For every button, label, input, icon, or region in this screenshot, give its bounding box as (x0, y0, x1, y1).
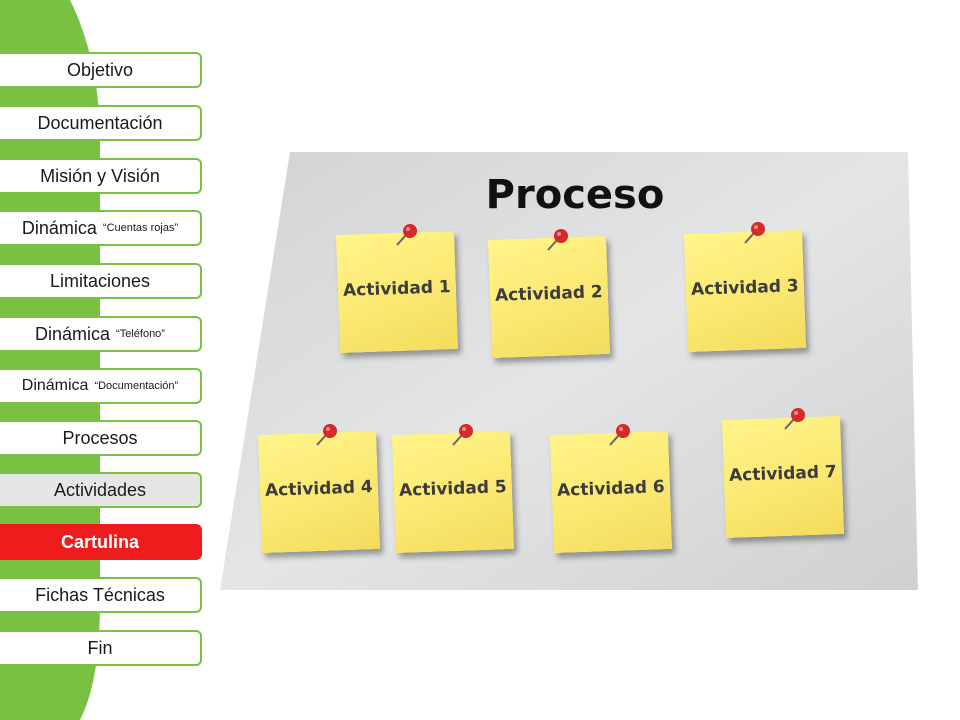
sidebar-item-fin[interactable]: Fin (0, 630, 202, 666)
sidebar-item-dinamica-documentacion[interactable]: Dinámica “Documentación” (0, 368, 202, 404)
sidebar-item-actividades[interactable]: Actividades (0, 472, 202, 508)
sidebar-item-sublabel: “Cuentas rojas” (102, 222, 179, 234)
sidebar-item-sublabel: “Documentación” (94, 380, 179, 392)
sidebar-item-label: Objetivo (66, 59, 134, 80)
sidebar-item-label: Limitaciones (49, 270, 151, 291)
sticky-note: Actividad 7 (721, 415, 845, 539)
sidebar-item-label: Dinámica (21, 377, 89, 394)
sidebar-item-label: Fin (87, 637, 113, 658)
sidebar-item-fichas-tecnicas[interactable]: Fichas Técnicas (0, 577, 202, 613)
push-pin-icon (547, 229, 568, 251)
sidebar-item-label: Procesos (62, 427, 138, 448)
sticky-note-label: Actividad 4 (264, 477, 374, 501)
board-title: Proceso (485, 172, 665, 218)
sticky-note-label: Actividad 6 (556, 477, 666, 501)
sidebar-item-label: Cartulina (60, 531, 139, 552)
sidebar-item-dinamica-cuentas-rojas[interactable]: Dinámica “Cuentas rojas” (0, 210, 202, 246)
sticky-note-label: Actividad 3 (690, 276, 800, 300)
push-pin-icon (609, 424, 630, 446)
push-pin-icon (396, 224, 417, 246)
sidebar-item-label: Dinámica (35, 323, 111, 344)
push-pin-icon (744, 222, 765, 244)
sticky-note-label: Actividad 2 (494, 282, 604, 306)
sidebar-item-limitaciones[interactable]: Limitaciones (0, 263, 202, 299)
sidebar-item-label: Dinámica (21, 217, 97, 238)
sidebar-item-documentacion[interactable]: Documentación (0, 105, 202, 141)
sidebar-item-procesos[interactable]: Procesos (0, 420, 202, 456)
sidebar-item-mision-vision[interactable]: Misión y Visión (0, 158, 202, 194)
sticky-note-label: Actividad 5 (398, 477, 508, 501)
sidebar-item-label: Fichas Técnicas (35, 584, 165, 605)
push-pin-icon (784, 408, 805, 430)
sidebar-item-cartulina[interactable]: Cartulina (0, 524, 202, 560)
sidebar-item-label: Actividades (53, 479, 147, 500)
push-pin-icon (316, 424, 337, 446)
push-pin-icon (452, 424, 473, 446)
sidebar-item-sublabel: “Teléfono” (116, 328, 165, 340)
sticky-note: Actividad 3 (683, 229, 807, 353)
sidebar-item-dinamica-telefono[interactable]: Dinámica “Teléfono” (0, 316, 202, 352)
sidebar-item-label: Documentación (37, 112, 163, 133)
sidebar-item-label: Misión y Visión (40, 165, 160, 186)
sticky-note-label: Actividad 7 (728, 462, 838, 486)
sidebar-item-objetivo[interactable]: Objetivo (0, 52, 202, 88)
sticky-note-label: Actividad 1 (342, 277, 452, 301)
